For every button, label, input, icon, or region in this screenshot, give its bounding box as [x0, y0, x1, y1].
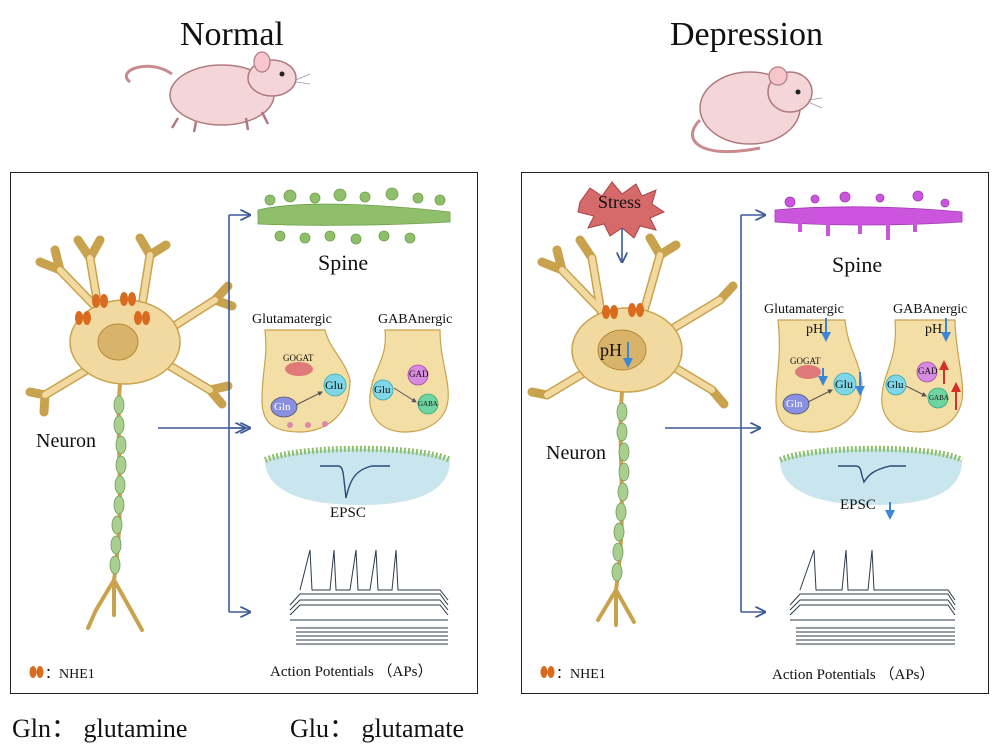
depression-title: Depression: [670, 16, 823, 53]
depression-spine: [774, 190, 963, 240]
depression-glu2-label: Glu: [887, 379, 904, 391]
normal-gabaergic-terminal: [369, 329, 449, 433]
normal-glu2-label: Glu: [374, 384, 391, 396]
depression-mouse-illustration: [691, 66, 823, 154]
normal-title: Normal: [180, 16, 284, 53]
normal-gad-label: GAD: [409, 369, 429, 379]
gaba-ph-label: pH: [925, 322, 943, 337]
normal-gogat-label: GOGAT: [283, 353, 314, 363]
depression-neuron-label: Neuron: [546, 442, 606, 464]
depression-gaba-label: GABA: [929, 394, 949, 402]
normal-epsc-label: EPSC: [330, 505, 366, 521]
normal-postsynaptic: [263, 445, 452, 505]
depression-gabaergic-terminal: [881, 318, 964, 433]
depression-nhe1-legend: ：NHE1: [556, 667, 606, 682]
depression-gln-label: Gln: [786, 398, 803, 410]
depression-glutamatergic-label: Glutamatergic: [764, 302, 844, 317]
neuron-ph-label: pH: [600, 340, 622, 360]
nhe1-markers: [75, 292, 150, 325]
depression-branch-arrows: [665, 215, 765, 612]
depression-gabaergic-label: GABAnergic: [893, 302, 968, 317]
depression-glu-label: Glu: [835, 377, 853, 391]
depression-gad-label: GAD: [918, 366, 938, 376]
depression-spine-label: Spine: [832, 252, 883, 277]
normal-mouse-illustration: [124, 51, 311, 133]
nhe1-legend-icons: [29, 666, 555, 678]
normal-nhe1-legend: ：NHE1: [45, 667, 95, 682]
normal-glu-label: Glu: [325, 378, 343, 392]
footer-gln-definition: Gln： glutamine: [12, 714, 188, 743]
depression-glutamatergic-terminal: [775, 318, 865, 433]
depression-aps-label: Action Potentials （APs）: [772, 667, 935, 683]
normal-glutamatergic-label: Glutamatergic: [252, 312, 332, 327]
normal-gabaergic-label: GABAnergic: [378, 312, 453, 327]
normal-neuron: [25, 233, 237, 632]
normal-glutamatergic-terminal: [261, 329, 351, 433]
glut-ph-label: pH: [806, 322, 824, 337]
depression-epsc-label: EPSC: [840, 497, 876, 513]
normal-gln-label: Gln: [274, 401, 291, 413]
normal-neuron-label: Neuron: [36, 430, 96, 452]
normal-spine: [257, 187, 451, 245]
stress-label: Stress: [598, 192, 642, 212]
depression-action-potentials: [789, 549, 956, 645]
footer-glu-definition: Glu： glutamate: [290, 714, 465, 743]
normal-aps-label: Action Potentials （APs）: [270, 664, 433, 680]
normal-gaba-label: GABA: [418, 400, 438, 408]
depression-neuron: [527, 233, 738, 627]
normal-branch-arrows: [158, 215, 250, 612]
depression-stress-burst: [577, 181, 666, 262]
normal-action-potentials: [289, 549, 449, 645]
depression-postsynaptic: [778, 445, 964, 520]
depression-gogat-label: GOGAT: [790, 356, 821, 366]
normal-spine-label: Spine: [318, 250, 369, 275]
